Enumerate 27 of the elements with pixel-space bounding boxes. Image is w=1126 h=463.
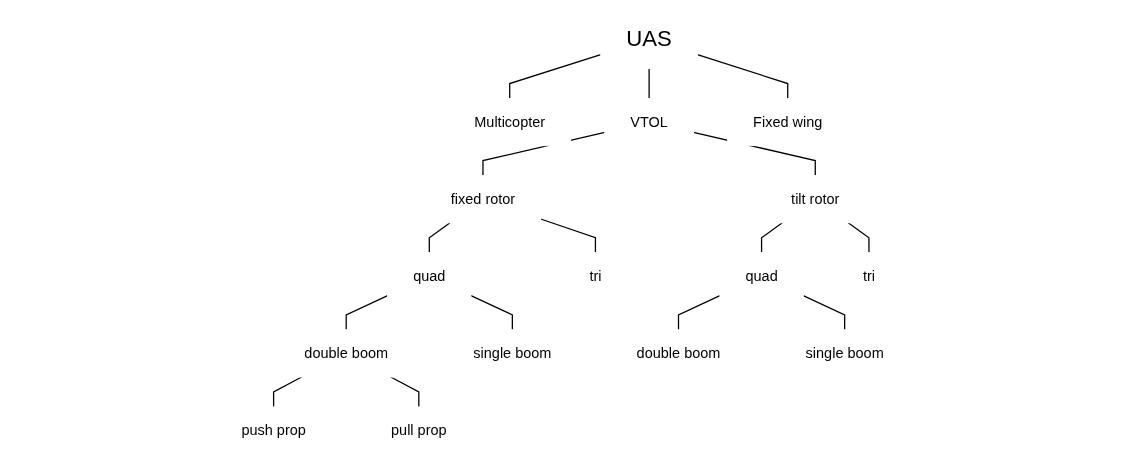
connector — [346, 294, 389, 330]
node-text: double boom — [304, 344, 389, 361]
node-text: tri — [589, 267, 602, 284]
connector — [429, 221, 452, 253]
node-text: tri — [863, 267, 876, 284]
connector — [697, 53, 789, 99]
node-text: quad — [413, 267, 446, 284]
node-text: quad — [745, 267, 779, 284]
node-text: double boom — [637, 344, 721, 361]
connector — [540, 217, 597, 253]
connector — [648, 67, 651, 99]
connector — [761, 221, 784, 253]
node-text: single boom — [473, 344, 552, 361]
connector — [848, 221, 871, 253]
node-text: single boom — [806, 344, 885, 361]
node-text: pull prop — [391, 421, 448, 438]
connector — [390, 375, 420, 407]
node-text: VTOL — [630, 113, 669, 130]
node-text: tilt rotor — [791, 190, 840, 207]
node-text: UAS — [626, 25, 673, 52]
node-text: fixed rotor — [451, 190, 516, 207]
connector — [273, 375, 303, 407]
connector — [509, 53, 602, 99]
connector — [678, 294, 721, 330]
connector — [470, 294, 514, 330]
connector — [803, 294, 846, 330]
node-text: push prop — [241, 421, 307, 438]
